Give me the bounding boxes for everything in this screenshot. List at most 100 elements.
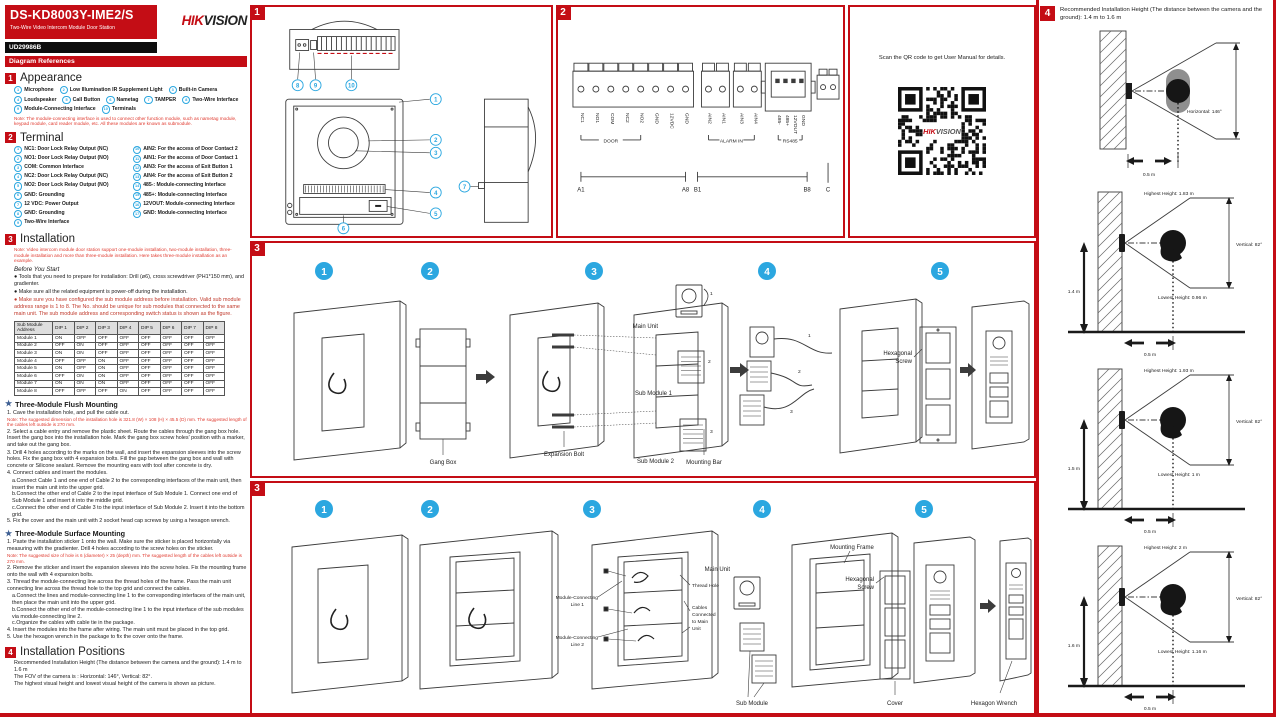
dip-cell: Module 8 [14,387,53,396]
dip-cell: OFF [202,356,225,366]
cable-num: 3 [710,429,713,435]
panel-number-badge: 1 [249,4,265,20]
horizontal-fov-diagram: Horizontal: 146° 0.5 m [1099,30,1240,178]
qr-code: HIKVISION [898,87,986,175]
dip-header-cell: DIP 2 [73,321,96,335]
flush-step2-drawing [415,302,605,459]
svg-text:2: 2 [427,267,433,278]
dip-cell: ON [52,334,75,343]
item-label: AIN2: For the access of Door Contact 2 [143,145,238,152]
callout-4: 4 [429,186,442,199]
dip-cell: ON [95,356,118,366]
group-rs485-label: RS485 [783,138,798,144]
dip-cell: Module 6 [14,372,53,381]
mount-substep: c.Organize the cables with cable tie in … [12,620,135,627]
item-label: NO2: Door Lock Relay Output (NO) [24,182,109,189]
item-label: GND: Grounding [24,209,65,216]
svg-text:3: 3 [589,505,595,516]
item-label: NC2: Door Lock Relay Output (NC) [24,173,108,180]
page-title: DS-KD8003Y-IME2/S [10,8,134,22]
dip-cell: OFF [159,379,182,389]
section-title: Terminal [20,131,64,144]
panel-number-badge: 3 [249,480,265,496]
surface-mounting-panel: 3 1 2 3 4 5 [249,480,1036,715]
dip-cell: OFF [116,341,139,351]
installation-bullet: ● Make sure all the related equipment is… [14,288,188,295]
dip-cell: OFF [95,341,118,351]
dip-cell: OFF [73,387,96,396]
distance-label: 0.5 m [1144,706,1156,712]
dip-cell: ON [116,387,139,396]
callout-6: 6 [337,222,350,235]
mount-step: 4. Insert the modules into the frame aft… [7,627,229,634]
flush-mounting-diagram: 1 2 3 4 5 [293,262,1030,466]
door-station-icon [1119,410,1125,429]
appearance-note: Note: The module-connecting interface is… [14,115,237,127]
fov-lines [1131,42,1240,140]
range-lines [580,162,829,183]
item-label: COM: Common Interface [24,164,84,171]
flush-step3-drawing [552,302,729,459]
flush-step1-drawing [293,300,407,461]
qr-wrap: HIKVISION [850,87,1034,175]
logo-vision: VISION [203,13,248,28]
sub-module-label: Sub Module [736,701,769,707]
dip-cell: OFF [138,334,161,343]
mounting-frame-label: Mounting Frame [830,545,874,551]
dip-cell: OFF [181,341,204,351]
item-label: 485-: Module-connecting Interface [143,182,226,189]
item-number-badge: 7 [144,95,153,104]
dip-cell: OFF [52,387,75,396]
section-terminal-heading: 2 Terminal [5,132,247,144]
title-block: DS-KD8003Y-IME2/S Two-Wire Video Interco… [5,5,157,39]
dip-cell: OFF [52,341,75,351]
item-number-badge: 11 [133,154,142,164]
dip-cell: ON [73,341,96,351]
item-number-badge: 3 [14,164,23,173]
mount-step: 2. Select a cable entry and remove the p… [7,428,245,449]
dip-cell: OFF [95,334,118,343]
surface-mounting-diagram: 1 2 3 4 5 [291,500,1032,707]
svg-text:4: 4 [434,191,438,197]
device-front-view [285,98,430,225]
item-number-badge: 5 [14,182,23,191]
svg-text:AIN2: AIN2 [706,113,712,124]
bottom-border [0,713,1276,717]
mount-substep: b.Connect the other end of the module-co… [12,606,244,620]
mount-step: 4. Connect cables and insert the modules… [7,470,108,477]
dip-header-cell: DIP 1 [52,321,75,335]
callout-10: 10 [345,79,358,92]
vertical-fov-diagram: Highest Height: 1.83 m Vertical: 82° Low… [1068,191,1262,358]
dip-cell: OFF [52,356,75,366]
item-number-badge: 3 [168,86,177,95]
dip-cell: OFF [159,364,182,373]
item-label: Loudspeaker [24,96,57,103]
svg-text:2: 2 [434,138,438,144]
flush-step5-drawing [913,300,1030,450]
dip-header-cell: DIP 7 [181,321,204,335]
mount-substep: c.Connect the other end of Cable 3 to th… [12,504,245,518]
mount-step: 5. Fix the cover and the main unit with … [7,518,230,525]
right-border [1273,0,1276,716]
installation-height-panel: 4 Recommended Installation Height (The d… [1040,4,1273,717]
item-label: AIN4: For the access of Exit Button 2 [143,173,233,180]
dip-cell: OFF [116,334,139,343]
star-icon: ★ [5,399,13,409]
alarm-connectors [701,62,762,108]
qr-panel: Scan the QR code to get User Manual for … [848,5,1036,238]
